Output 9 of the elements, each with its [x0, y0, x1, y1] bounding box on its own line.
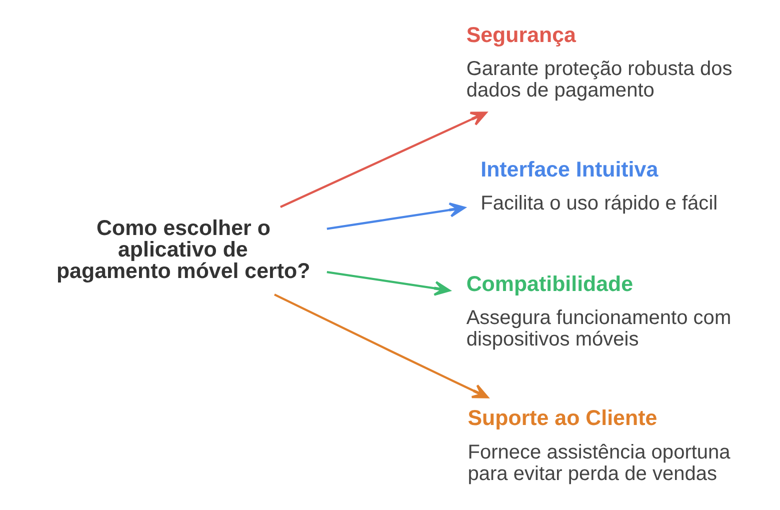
node-text: Compatibilidade Assegura funcionamento com dispositivos móveis — [466, 272, 731, 350]
arrow — [326, 271, 450, 296]
arrow — [274, 294, 488, 398]
node-text: Segurança Garante proteção robusta dos dados de pagamento — [466, 22, 732, 102]
arrow — [326, 202, 466, 230]
node-text: Como escolher o aplicativo de pagamento móvel certo? — [56, 216, 310, 283]
node-text: Interface Intuitiva Facilita o uso rápido e fácil — [480, 157, 718, 215]
node-text: Suporte ao Cliente Fornece assistência oportuna para evitar perda de vendas — [467, 406, 730, 485]
arrow — [280, 112, 487, 208]
